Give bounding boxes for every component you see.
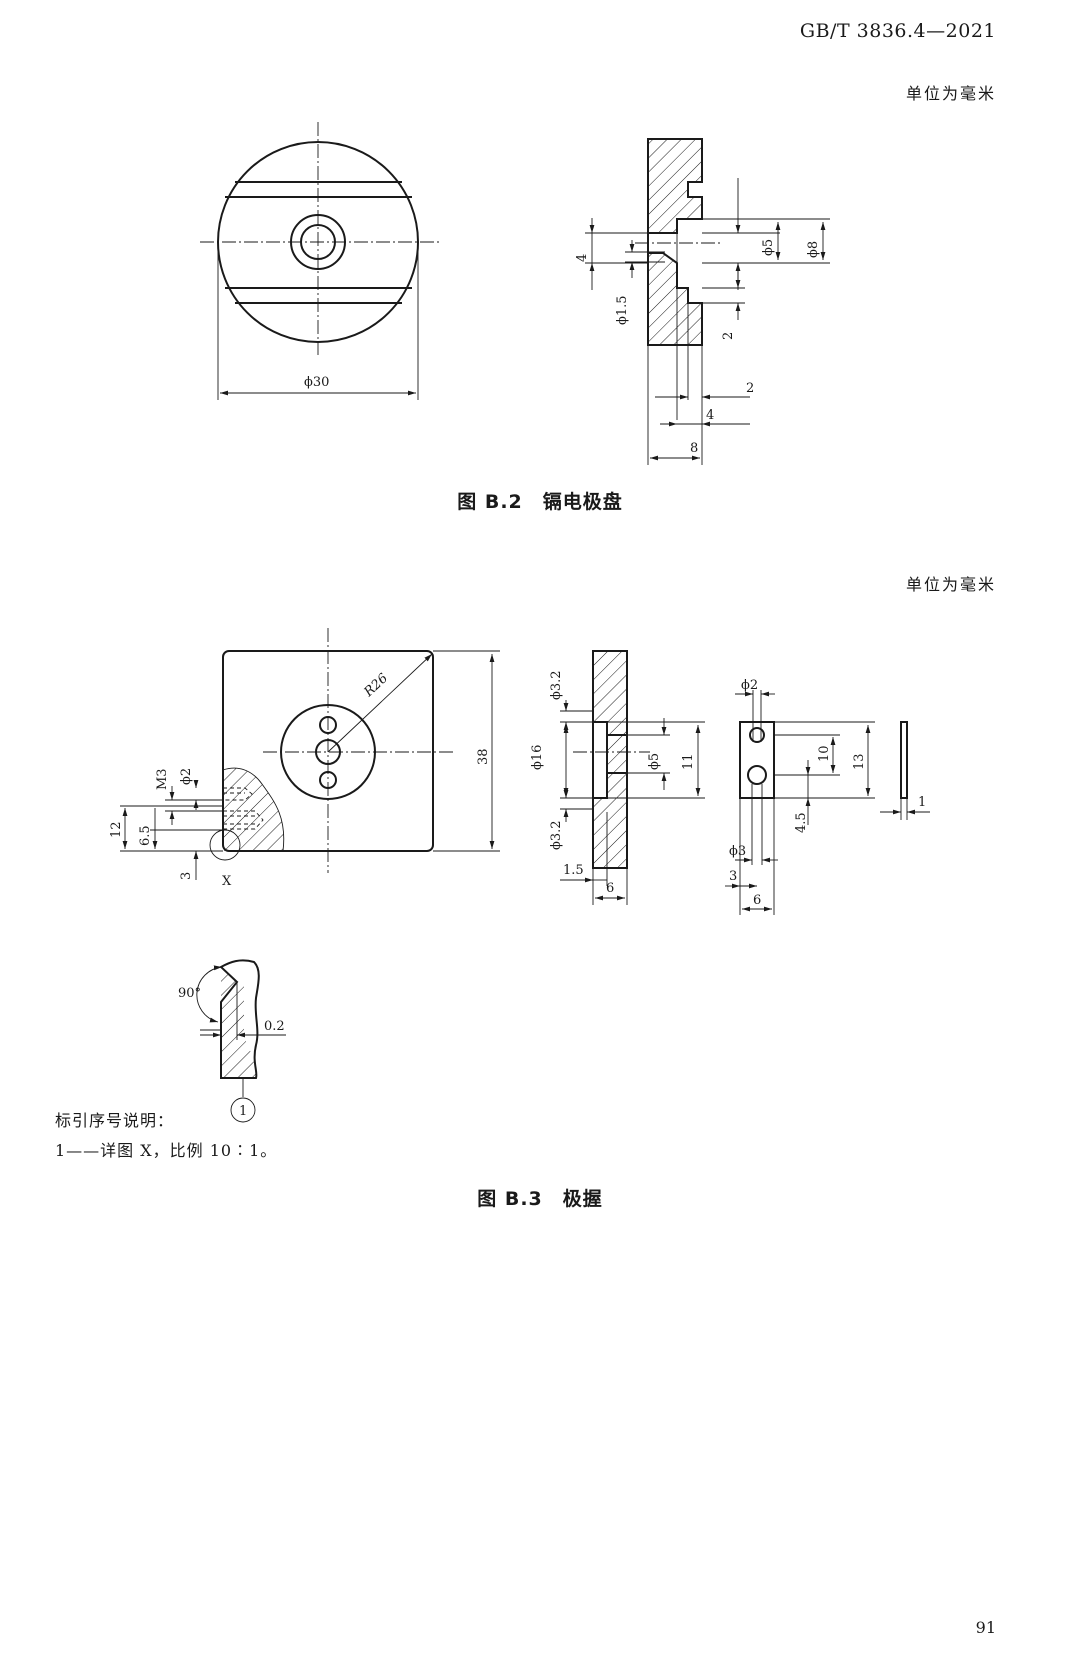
dim-sd2: ϕ2 [741, 678, 758, 693]
legend-title: 标引序号说明： [55, 1111, 175, 1130]
dim-angle: 90° [178, 986, 201, 1001]
figure-caption-b2: 图 B.2 镉电极盘 [457, 491, 623, 513]
b2-front-view: ϕ30 [200, 122, 440, 400]
legend-item-1: 1——详图 X，比例 10∶1。 [55, 1141, 278, 1160]
detail-x-label: X [222, 874, 232, 889]
dim-h65: 6.5 [138, 825, 153, 846]
dim-sd3: ϕ3 [729, 844, 746, 859]
dim-b2-4: 4 [575, 254, 590, 262]
dim-t1: 1 [918, 795, 926, 810]
dim-b2-v2: 2 [721, 332, 736, 340]
dim-r26: R26 [361, 671, 391, 701]
dim-d2: ϕ2 [179, 768, 194, 785]
dim-h13: 13 [852, 753, 867, 770]
page-number: 91 [975, 1618, 996, 1637]
dim-h11: 11 [681, 753, 696, 770]
dim-s6: 6 [753, 893, 761, 908]
unit-note-b3: 单位为毫米 [905, 575, 996, 594]
dim-b2-d5: ϕ5 [761, 239, 776, 256]
dim-s3: 3 [729, 869, 737, 884]
dim-b2-w8: 8 [690, 441, 698, 456]
dim-d32b: ϕ3.2 [549, 820, 564, 850]
dim-h12: 12 [109, 821, 124, 838]
b3-front-view: R26 38 12 6.5 M3 ϕ2 3 X [109, 628, 500, 889]
dim-b2-w2: 2 [746, 381, 754, 396]
unit-note-b2: 单位为毫米 [905, 84, 996, 103]
dim-h3: 3 [179, 872, 194, 880]
dim-h45: 4.5 [794, 812, 809, 833]
b3-section-view: ϕ3.2 ϕ16 ϕ3.2 ϕ5 11 1.5 6 [530, 650, 705, 905]
dim-h38: 38 [476, 748, 491, 765]
b3-block-view: 10 13 4.5 ϕ2 ϕ3 3 6 1 [725, 678, 930, 915]
b2-section-view: 4 ϕ1.5 ϕ5 ϕ8 2 2 4 [575, 138, 830, 465]
dim-w6a: 6 [606, 881, 614, 896]
dim-b2-w4: 4 [706, 408, 714, 423]
dim-d32a: ϕ3.2 [549, 670, 564, 700]
dim-w15: 1.5 [563, 863, 584, 878]
standard-code: GB/T 3836.4—2021 [799, 20, 996, 42]
callout-1: 1 [239, 1104, 247, 1119]
dim-b2-d8: ϕ8 [806, 241, 821, 258]
figure-caption-b3: 图 B.3 极握 [477, 1188, 603, 1210]
dim-gap: 0.2 [264, 1019, 285, 1034]
dim-h10: 10 [817, 745, 832, 762]
b3-detail-x: 0.2 90° 1 [178, 959, 286, 1123]
dim-d16: ϕ16 [530, 745, 545, 770]
dim-b2-d15: ϕ1.5 [615, 295, 630, 325]
dim-b3-d5: ϕ5 [647, 753, 662, 770]
dim-m3: M3 [155, 768, 170, 790]
dim-d30: ϕ30 [304, 375, 329, 390]
